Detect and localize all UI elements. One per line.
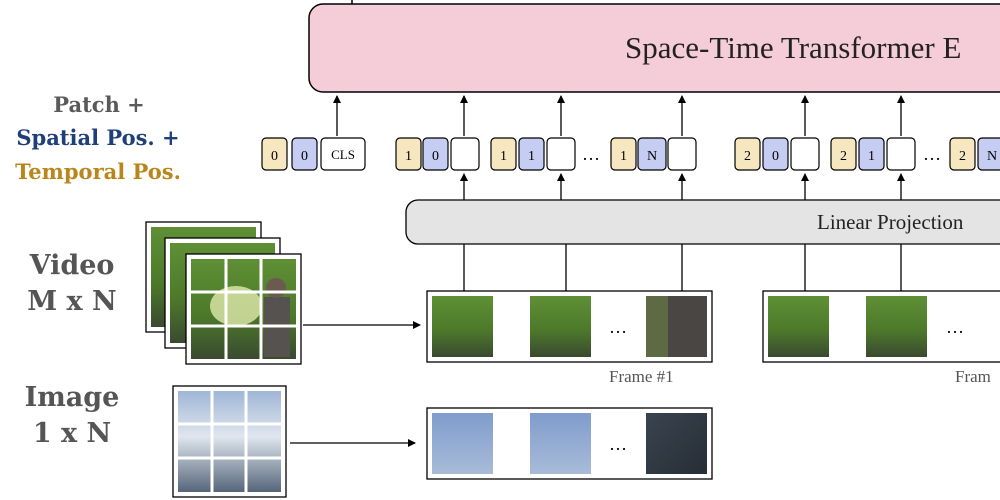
spatial-pos-label: 0 [432, 149, 439, 164]
temporal-pos-cell [949, 137, 976, 171]
cls-label: CLS [331, 147, 355, 162]
image-frame [172, 385, 287, 498]
legend-spatial-pos: Spatial Pos. + [16, 125, 179, 150]
mountain-photo [178, 391, 281, 492]
spatial-pos-cell [762, 137, 789, 171]
temporal-pos-cell [610, 137, 637, 171]
temporal-pos-label: 1 [620, 149, 627, 164]
patch-grid [178, 391, 281, 492]
patch-image [432, 296, 493, 357]
legend-temporal-pos: Temporal Pos. [15, 159, 181, 184]
temporal-pos-label: 2 [744, 149, 751, 164]
spatial-pos-label: 1 [868, 149, 875, 164]
video-frame-stack [145, 221, 302, 365]
temporal-pos-cell [395, 137, 422, 171]
video-label: Video [29, 250, 115, 281]
spatial-pos-label: N [987, 149, 997, 164]
spatial-pos-label: 0 [301, 149, 308, 164]
linear-projection-label: Linear Projection [817, 210, 964, 234]
spatial-pos-label: 1 [528, 149, 535, 164]
spatial-pos-cell [291, 137, 318, 171]
patch-image [530, 296, 591, 357]
temporal-pos-cell [734, 137, 761, 171]
patch-ellipsis: … [609, 434, 627, 454]
space-time-transformer-block [308, 3, 1000, 93]
patch-image [768, 296, 829, 357]
spatial-pos-cell [977, 137, 1000, 171]
image-label: Image [25, 382, 120, 413]
spatial-pos-cell [637, 137, 667, 171]
token-to-transformer-arrows [333, 95, 905, 136]
temporal-pos-cell [490, 137, 517, 171]
token-row: 0 0 CLS 1 0 1 1 … 1 N [261, 137, 1000, 171]
patch-image [646, 413, 707, 474]
patch-image [432, 413, 493, 474]
temporal-pos-label: 1 [500, 149, 507, 164]
temporal-pos-cell [261, 137, 288, 171]
sunlight-highlight [210, 286, 262, 326]
token-ellipsis: … [582, 144, 600, 164]
image-dims-label: 1 x N [33, 418, 111, 449]
projection-to-token-arrows [460, 173, 905, 200]
patch-ellipsis: … [609, 317, 627, 337]
patch-image-person [668, 296, 707, 357]
person-head [266, 278, 286, 298]
patch-cell [667, 137, 697, 171]
transformer-title: Space-Time Transformer E [625, 30, 961, 65]
frame2-token-1: 2 1 [830, 137, 916, 171]
frame1-label: Frame #1 [609, 367, 674, 386]
patch-grid [191, 259, 296, 359]
spatial-pos-label: 0 [772, 149, 779, 164]
frame2-label: Fram [955, 367, 991, 386]
linear-projection-block [405, 199, 1000, 245]
frame1-token-1: 1 1 [490, 137, 576, 171]
spatial-pos-cell [858, 137, 885, 171]
token-ellipsis: … [923, 144, 941, 164]
patch-cell [886, 137, 916, 171]
spatial-pos-label: N [647, 149, 657, 164]
temporal-pos-label: 2 [959, 149, 966, 164]
temporal-pos-cell [830, 137, 857, 171]
patch-image [530, 413, 591, 474]
patch-cell [790, 137, 820, 171]
frame2-token-n: 2 N [949, 137, 1000, 171]
cls-token: 0 0 CLS [261, 137, 366, 171]
frame1-token-0: 1 0 [395, 137, 480, 171]
temporal-pos-label: 0 [271, 149, 278, 164]
frame-to-projection-lines [463, 244, 902, 291]
legend-patch: Patch + [53, 92, 145, 117]
patch-cell [546, 137, 576, 171]
frame1-token-n: 1 N [610, 137, 697, 171]
spatial-pos-cell [422, 137, 449, 171]
temporal-pos-label: 1 [405, 149, 412, 164]
frame2-token-0: 2 0 [734, 137, 820, 171]
patch-ellipsis: … [946, 317, 964, 337]
spatial-pos-cell [518, 137, 545, 171]
cls-cell [320, 137, 366, 171]
patch-image [866, 296, 927, 357]
video-dims-label: M x N [27, 286, 116, 317]
patch-cell [450, 137, 480, 171]
temporal-pos-label: 2 [840, 149, 847, 164]
